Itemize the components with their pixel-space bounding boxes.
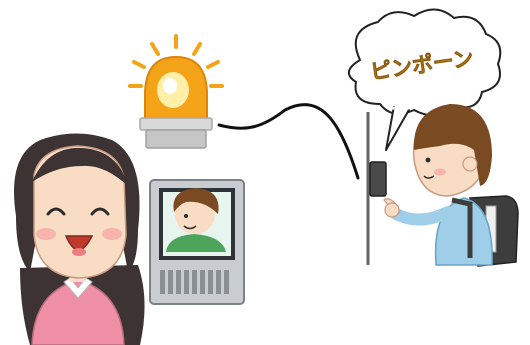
mother-figure [14, 133, 145, 345]
doorbell-button-icon [370, 162, 386, 196]
doorbell-cable [219, 105, 358, 178]
boy-figure [384, 104, 518, 266]
alarm-light-icon [130, 36, 222, 148]
doorbell-wall [368, 112, 386, 265]
intercom-monitor-icon [150, 180, 244, 304]
